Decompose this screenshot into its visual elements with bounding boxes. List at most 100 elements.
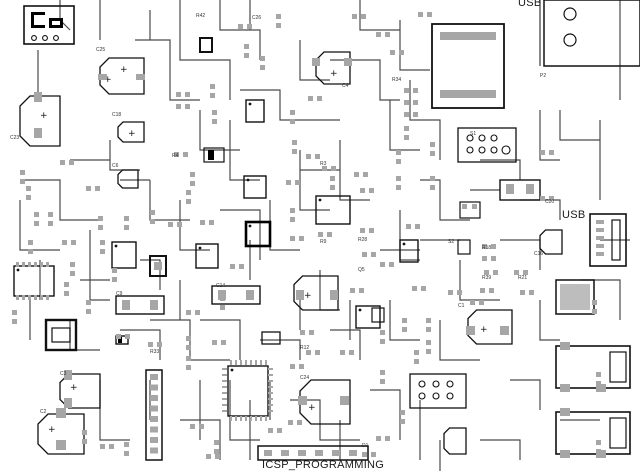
resistor-pad xyxy=(70,262,75,267)
ref-r18: R18 xyxy=(482,245,492,251)
crystal-pad xyxy=(150,300,158,310)
resistor-pad xyxy=(288,420,293,425)
resistor-pad xyxy=(404,88,409,93)
capacitor-c4 xyxy=(315,51,351,85)
trace xyxy=(219,0,261,60)
crystal-large xyxy=(431,23,505,109)
ref-c6: C6 xyxy=(112,163,119,169)
resistor-pad xyxy=(404,126,409,131)
header-pin xyxy=(150,395,158,401)
switch-pin xyxy=(446,392,454,400)
header-pin xyxy=(150,374,158,380)
usb-connector-p2 xyxy=(543,0,640,67)
resistor-pad xyxy=(354,172,359,177)
resistor-pad xyxy=(363,172,368,177)
ref-r39: R39 xyxy=(482,275,492,281)
resistor-pad xyxy=(215,454,220,459)
resistor-pad xyxy=(186,199,191,204)
pin1-marker xyxy=(318,198,322,202)
crystal-c14 xyxy=(211,285,261,305)
resistor-pad xyxy=(404,100,409,105)
qfp-pin xyxy=(222,386,227,388)
ref-c23: C23 xyxy=(10,135,20,141)
soic-pin xyxy=(22,262,25,267)
trace xyxy=(539,300,560,341)
resistor-pad xyxy=(514,270,519,275)
resistor-pad xyxy=(592,309,597,314)
resistor-pad xyxy=(98,216,103,221)
soic-pin xyxy=(16,262,19,267)
qfp-pin xyxy=(222,398,227,400)
pin1-marker xyxy=(246,178,250,182)
qfp-pin xyxy=(235,360,237,365)
pin1-marker xyxy=(358,308,362,312)
pin1-marker xyxy=(402,242,406,246)
switch-pin xyxy=(432,380,440,388)
ref-c26: C26 xyxy=(252,15,262,21)
qfp-pin xyxy=(268,368,273,370)
segment xyxy=(49,25,63,28)
trace xyxy=(179,0,231,100)
qfp-pin xyxy=(222,380,227,382)
resistor-pad xyxy=(290,110,295,115)
trace xyxy=(260,339,301,360)
ic-small-center xyxy=(355,305,381,329)
trace xyxy=(389,300,420,341)
resistor-pad xyxy=(457,290,462,295)
capacitor-pad xyxy=(298,396,307,405)
ref-s1: S1 xyxy=(470,131,477,137)
resistor-pad xyxy=(412,286,417,291)
header-pin xyxy=(349,450,357,456)
polarity-plus: + xyxy=(330,69,338,79)
trace xyxy=(99,380,130,441)
resistor-pad xyxy=(64,282,69,287)
resistor-pad xyxy=(48,212,53,217)
resistor-pad xyxy=(349,350,354,355)
resistor-pad xyxy=(413,100,418,105)
polarity-plus: + xyxy=(480,325,488,335)
switch-pin xyxy=(490,146,498,154)
resistor-pad xyxy=(369,188,374,193)
capacitor-pad xyxy=(340,396,349,405)
resistor-pad xyxy=(26,186,31,191)
resistor-pad xyxy=(124,451,129,456)
component-dark-square xyxy=(555,279,595,315)
resistor-pad xyxy=(306,350,311,355)
trace xyxy=(149,180,190,221)
segment xyxy=(60,18,63,28)
qfp-pin xyxy=(222,392,227,394)
resistor-pad xyxy=(290,217,295,222)
qfp-pin xyxy=(222,404,227,406)
trace xyxy=(510,379,541,410)
audio-jack-1 xyxy=(555,345,631,389)
qfp-pin xyxy=(222,374,227,376)
trace xyxy=(399,20,430,71)
switch-pin xyxy=(432,392,440,400)
soic-pin xyxy=(34,295,37,300)
resistor-pad xyxy=(260,65,265,70)
ref-c16: C16 xyxy=(534,251,544,257)
switch-pin xyxy=(446,380,454,388)
resistor-pad xyxy=(86,309,91,314)
soic-pin xyxy=(28,295,31,300)
ref-r21: R21 xyxy=(518,275,528,281)
ref-d1: D1 xyxy=(362,443,369,449)
icsp-label: ICSP_PROGRAMMING xyxy=(262,459,385,471)
ref-r33: R33 xyxy=(150,349,160,355)
resistor-pad xyxy=(318,232,323,237)
resistor-pad xyxy=(359,288,364,293)
capacitor-pad xyxy=(312,58,320,66)
ref-r3: R3 xyxy=(320,161,327,167)
resistor-pad xyxy=(239,264,244,269)
capacitor-pad xyxy=(296,290,304,300)
polarity-plus: + xyxy=(304,291,312,301)
ref-r9: R9 xyxy=(320,239,327,245)
resistor-pad xyxy=(177,222,182,227)
resistor-pad xyxy=(430,151,435,156)
resistor-pad xyxy=(212,340,217,345)
crystal-pad xyxy=(440,32,496,40)
component-small-pad xyxy=(261,331,281,345)
qfp-pin xyxy=(245,360,247,365)
ref-r12: R12 xyxy=(300,345,310,351)
resistor-pad xyxy=(69,160,74,165)
